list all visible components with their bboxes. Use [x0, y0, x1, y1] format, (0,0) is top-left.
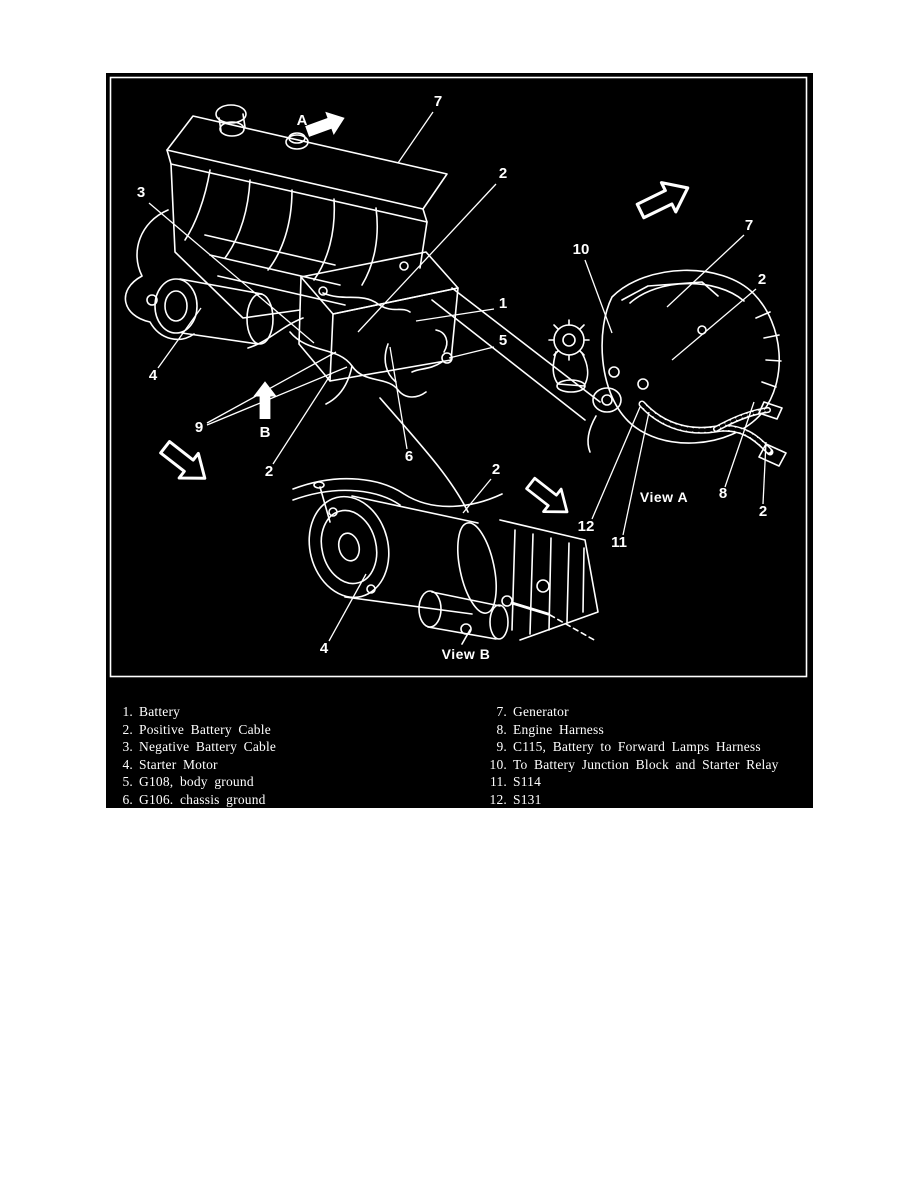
callout-leader-line [148, 202, 315, 344]
legend-item-text: Battery [139, 704, 181, 719]
callout-number-6: 6 [405, 448, 413, 465]
legend-item: 9. C115, Battery to Forward Lamps Harness [487, 738, 809, 756]
legend: 1. Battery 2. Positive Battery Cable 3. Negat… [106, 701, 813, 808]
callout-number-11: 11 [611, 534, 627, 551]
arrow-glyph [159, 440, 207, 480]
legend-item-number: 6. [122, 791, 133, 807]
main-engine-view-art [124, 104, 601, 513]
legend-column-right: 7. Generator 8. Engine Harness 9. C115, Batte… [487, 703, 809, 809]
legend-item-text: C115, Battery to Forward Lamps Harness [513, 739, 761, 755]
legend-item-text: To Battery Junction Block and Starter Re… [513, 756, 779, 772]
callout-leader-line [622, 411, 650, 536]
callout-leader-line [397, 111, 434, 164]
callout-number-9: 9 [195, 419, 203, 436]
arrow-glyph [635, 181, 690, 220]
callout-leader-line [591, 406, 641, 520]
callout-leader-line [762, 441, 767, 505]
callout-number-12: 12 [578, 518, 595, 535]
legend-item-number: 11. [490, 774, 507, 790]
legend-item-number: 8. [496, 721, 507, 737]
legend-item-number: 7. [496, 704, 507, 719]
arrow-glyph [253, 381, 277, 420]
outline-direction-arrow-icon [635, 181, 690, 220]
legend-item: 8. Engine Harness [487, 721, 809, 739]
callout-number-8: 8 [719, 485, 727, 502]
outline-direction-arrow-icon [159, 440, 207, 480]
legend-item: 7. Generator [487, 703, 809, 721]
filled-direction-arrow-icon [253, 381, 277, 420]
callout-number-7: 7 [745, 217, 753, 234]
callout-number-2: 2 [758, 271, 766, 288]
starter-view-art [292, 477, 599, 645]
legend-item-number: 12. [489, 791, 507, 807]
legend-item-text: Starter Motor [139, 756, 218, 772]
legend-item-text: S131 [513, 791, 542, 807]
callout-leader-line [206, 351, 337, 424]
filled-direction-arrow-icon [305, 111, 345, 137]
legend-item: 3. Negative Battery Cable [120, 738, 460, 756]
legend-item: 11. S114 [487, 773, 809, 791]
legend-item: 10. To Battery Junction Block and Starter… [487, 756, 809, 774]
callout-number-3: 3 [137, 184, 145, 201]
generator-view-art [548, 269, 787, 467]
callout-leader-line [357, 183, 497, 333]
legend-item-text: Generator [513, 704, 569, 719]
direction-label-A: A [297, 112, 308, 129]
callout-number-10: 10 [573, 241, 590, 258]
callout-leader-line [328, 573, 367, 642]
callout-leader-line [462, 478, 492, 514]
direction-label-B: B [260, 424, 271, 441]
legend-item: 2. Positive Battery Cable [120, 721, 460, 739]
callout-leader-line [666, 234, 745, 308]
callout-leader-line [448, 346, 495, 359]
view-label-view-b: View B [442, 646, 491, 662]
callout-leader-line [584, 259, 613, 334]
legend-item-number: 10. [489, 756, 507, 772]
arrow-glyph [525, 476, 569, 514]
callout-number-2: 2 [492, 461, 500, 478]
callout-number-2: 2 [499, 165, 507, 182]
legend-item-number: 3. [122, 739, 133, 755]
callout-leader-line [724, 401, 755, 488]
legend-item-number: 5. [122, 774, 133, 790]
legend-item-number: 2. [122, 721, 133, 737]
legend-item-number: 1. [122, 704, 133, 719]
legend-item-number: 9. [496, 739, 507, 755]
legend-item: 6. G106. chassis ground [120, 791, 460, 809]
callout-number-5: 5 [499, 332, 507, 349]
callout-leader-line [389, 346, 408, 450]
callout-leader-line [671, 288, 757, 361]
callout-leader-line [272, 373, 332, 465]
legend-item-text: Negative Battery Cable [139, 739, 277, 755]
legend-item-text: Engine Harness [513, 721, 604, 737]
legend-item: 12. S131 [487, 791, 809, 809]
legend-column-left: 1. Battery 2. Positive Battery Cable 3. Negat… [120, 703, 460, 809]
legend-item: 4. Starter Motor [120, 756, 460, 774]
legend-item-number: 4. [122, 756, 133, 772]
callout-number-2: 2 [265, 463, 273, 480]
callout-number-4: 4 [149, 367, 158, 384]
legend-item-text: S114 [513, 774, 542, 790]
figure-frame [109, 76, 808, 678]
callout-leader-line [206, 366, 348, 426]
legend-item-text: G106. chassis ground [139, 791, 266, 807]
view-label-view-a: View A [640, 489, 688, 505]
legend-item: 5. G108, body ground [120, 773, 460, 791]
legend-item-text: Positive Battery Cable [139, 721, 271, 737]
callout-leader-line [415, 308, 495, 322]
arrow-glyph [305, 111, 345, 137]
callout-number-4: 4 [320, 640, 329, 657]
callout-leader-line [157, 307, 202, 369]
callout-number-1: 1 [499, 295, 507, 312]
legend-item-text: G108, body ground [139, 774, 254, 790]
callout-number-7: 7 [434, 93, 442, 110]
callout-number-2: 2 [759, 503, 767, 520]
outline-direction-arrow-icon [525, 476, 569, 514]
legend-item: 1. Battery [120, 703, 460, 721]
